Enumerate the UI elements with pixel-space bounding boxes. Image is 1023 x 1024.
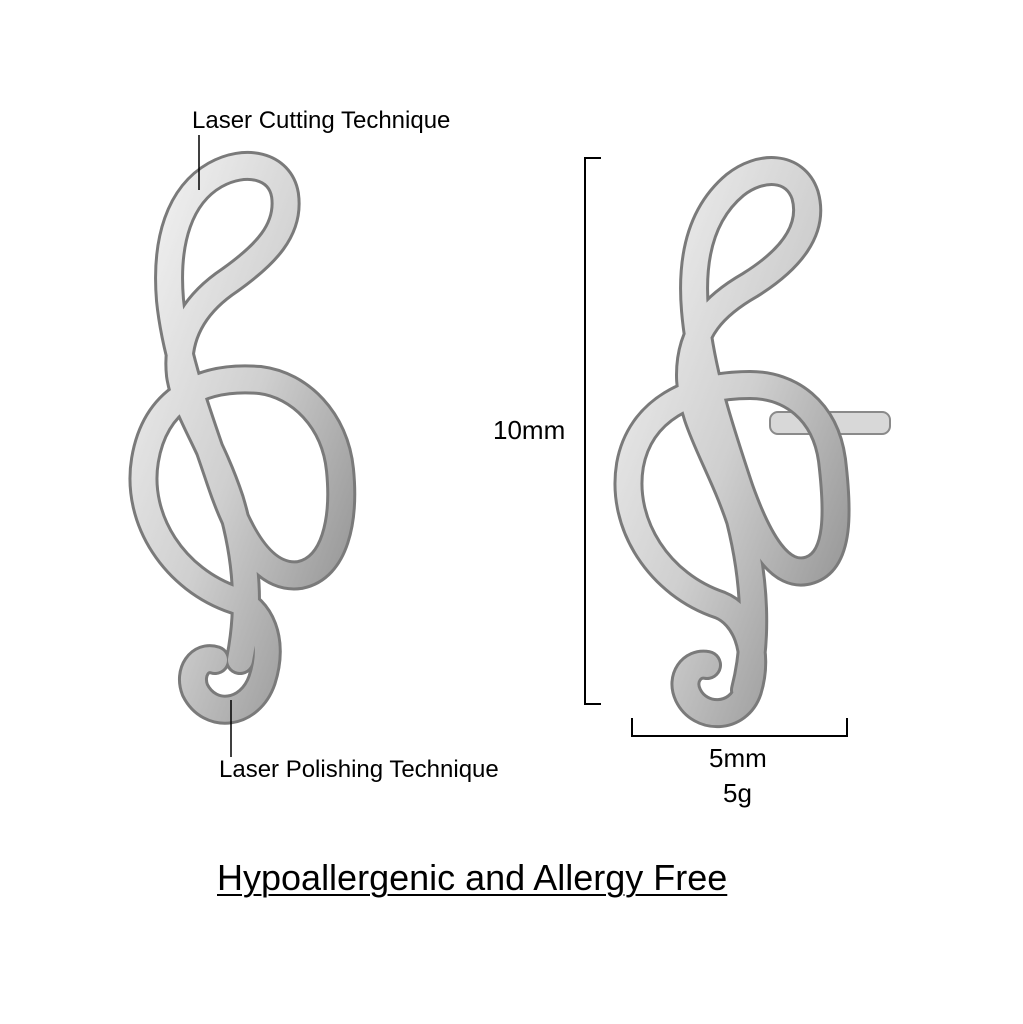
treble-clef-earring-side [613, 156, 891, 729]
treble-clef-earring-front [128, 150, 357, 725]
height-bracket [584, 157, 601, 705]
width-label: 5mm [709, 743, 767, 773]
laser-polishing-label: Laser Polishing Technique [219, 756, 499, 783]
height-label: 10mm [493, 415, 566, 445]
weight-label: 5g [723, 778, 752, 808]
tagline: Hypoallergenic and Allergy Free [217, 857, 728, 898]
width-bracket [631, 718, 848, 737]
laser-cutting-label: Laser Cutting Technique [192, 107, 451, 134]
